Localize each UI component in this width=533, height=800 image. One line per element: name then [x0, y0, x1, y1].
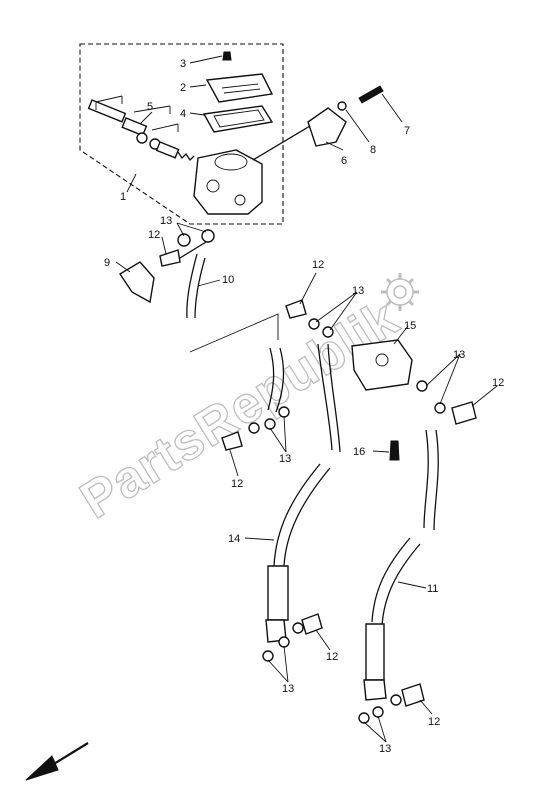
label-16: 16 — [353, 446, 365, 458]
washer — [177, 233, 191, 247]
group-boundary — [79, 43, 284, 225]
diaphragm — [202, 105, 274, 133]
label-4: 4 — [180, 108, 186, 120]
clamp-bolt — [358, 85, 384, 104]
label-15: 15 — [404, 320, 416, 332]
banjo-bolt — [159, 249, 181, 267]
label-10: 10 — [222, 274, 234, 286]
lower-fittings — [221, 299, 477, 724]
label-6: 6 — [341, 155, 347, 167]
label-13-c: 13 — [453, 349, 465, 361]
label-11: 11 — [427, 583, 438, 595]
label-2: 2 — [180, 82, 186, 94]
label-12-f: 12 — [428, 716, 440, 728]
watermark-gear-icon — [381, 273, 419, 311]
master-cylinder-body — [193, 149, 263, 215]
label-12-c: 12 — [492, 377, 504, 389]
label-13-e: 13 — [282, 683, 294, 695]
rubber-cover — [119, 261, 155, 304]
upper-parts — [119, 85, 384, 304]
label-12-b: 12 — [312, 259, 324, 271]
label-7: 7 — [404, 125, 410, 137]
leader-lines — [115, 55, 498, 743]
label-1: 1 — [120, 191, 126, 203]
reservoir-cap — [205, 73, 274, 103]
label-8: 8 — [370, 144, 376, 156]
front-arrow-icon — [25, 742, 89, 781]
label-9: 9 — [104, 257, 110, 269]
hose-14 — [273, 463, 321, 567]
master-cylinder-group — [79, 43, 284, 225]
label-13-b: 13 — [352, 285, 364, 297]
hose-right-upper — [423, 429, 429, 529]
hose-center-right — [317, 343, 333, 451]
label-13-d: 13 — [279, 453, 291, 465]
label-12-d: 12 — [231, 478, 243, 490]
watermark-text: PartsRepublik — [71, 289, 409, 530]
label-12-e: 12 — [326, 651, 338, 663]
hose-center-left — [267, 347, 275, 411]
bleeder-screw — [389, 440, 400, 461]
cap-screw — [222, 51, 232, 61]
junction-block — [351, 339, 413, 461]
piston-kit — [87, 95, 195, 162]
washer — [201, 229, 215, 243]
watermark: PartsRepublik — [70, 273, 419, 531]
label-3: 3 — [180, 58, 186, 70]
label-13-a: 13 — [160, 215, 172, 227]
hose-10 — [186, 253, 198, 319]
label-14: 14 — [228, 533, 240, 545]
label-5: 5 — [147, 101, 153, 113]
label-13-f: 13 — [379, 743, 391, 755]
label-12-a: 12 — [148, 229, 160, 241]
hose-11 — [371, 537, 411, 623]
part-labels: 3 2 4 5 1 6 7 8 9 10 13 12 12 13 15 13 1… — [104, 58, 504, 755]
lever-bracket — [307, 107, 347, 147]
